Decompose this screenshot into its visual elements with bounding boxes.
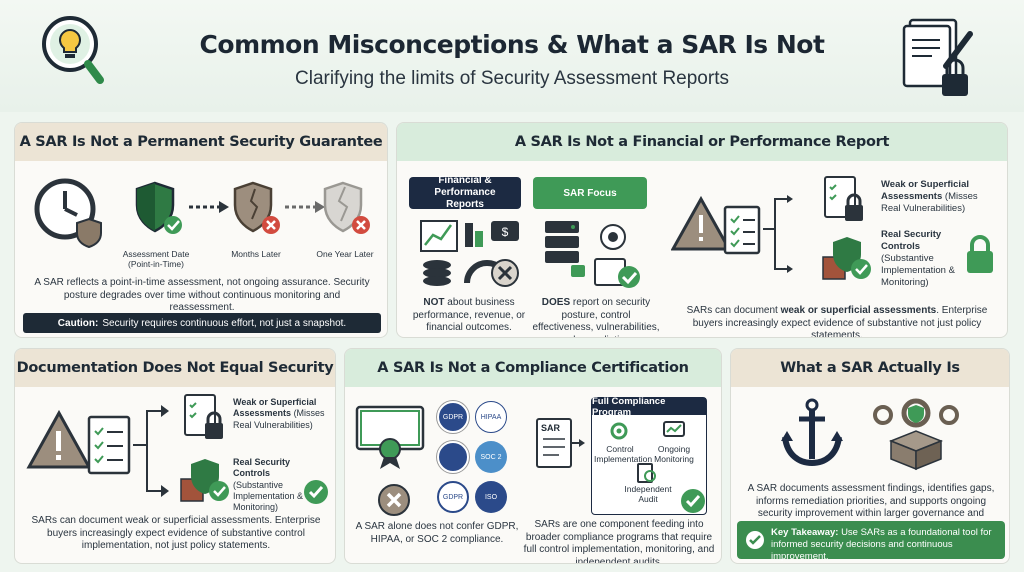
- sar-does-label: DOES: [541, 297, 571, 308]
- stage-assessment-date: Assessment Date (Point-in-Time): [122, 249, 190, 270]
- fcp-item-monitoring: Ongoing Monitoring: [654, 444, 694, 465]
- financial-charts-icon: $: [420, 220, 519, 287]
- lock-badge: [437, 441, 469, 473]
- fin-not-body: about business performance, revenue, or …: [412, 297, 526, 333]
- arrow-right-icon: [285, 201, 325, 213]
- weak-sub: (Misses Real Vulnerabilities): [233, 408, 325, 430]
- financial-tag: Financial & Performance Reports: [409, 175, 521, 210]
- badge-label: SOC 2: [480, 453, 502, 461]
- badge-label: HIPAA: [480, 413, 502, 421]
- check-circle-icon: [304, 480, 328, 504]
- cracked-shield-icon: [233, 181, 280, 234]
- weak-assessments-label: Weak or Superficial Assessments (Misses …: [233, 397, 333, 431]
- sar-doc-label: SAR: [541, 423, 561, 433]
- weak-assessments-label: Weak or Superficial Assessments (Misses …: [881, 179, 999, 215]
- server-lock-icon: [545, 221, 640, 288]
- compliance-badges: GDPR HIPAA SOC 2 GDPR ISO: [437, 401, 513, 513]
- panel1-body: A SAR reflects a point-in-time assessmen…: [34, 277, 370, 313]
- panel-what-sar-is: What a SAR Actually Is A SAR documents a…: [730, 348, 1010, 564]
- financial-not-text: NOT about business performance, revenue,…: [407, 297, 531, 335]
- panel-title: A SAR Is Not a Compliance Certification: [345, 349, 721, 387]
- sar-focus-tag: SAR Focus: [533, 177, 647, 209]
- fcp-item-control: Control Implementation: [594, 444, 653, 465]
- header: Common Misconceptions & What a SAR Is No…: [0, 0, 1024, 112]
- panel-title: A SAR Is Not a Financial or Performance …: [397, 123, 1007, 161]
- shield-check-icon: [135, 181, 182, 234]
- arrow-right-icon: [189, 201, 229, 213]
- takeaway-text: Use SARs as a foundational tool for info…: [771, 527, 992, 562]
- page-subtitle: Clarifying the limits of Security Assess…: [295, 68, 729, 89]
- audit-magnifier-icon: [637, 463, 656, 483]
- panel2-body: SARs can document weak or superficial as…: [675, 305, 999, 338]
- certificate-icon: [355, 405, 425, 469]
- sar-does-body: report on security posture, control effe…: [532, 297, 660, 337]
- panel3-body: SARs can document weak or superficial as…: [31, 515, 321, 551]
- caution-text: Security requires continuous effort, not…: [102, 317, 347, 329]
- weak-title: Weak or Superficial Assessments: [233, 397, 317, 419]
- page-title: Common Misconceptions & What a SAR Is No…: [199, 30, 825, 59]
- fcp-item-audit: Independent Audit: [624, 484, 672, 505]
- document-lock-icon: [184, 394, 223, 439]
- badge-label: GDPR: [442, 413, 464, 421]
- body-pre: SARs can document: [686, 305, 781, 316]
- panel-compliance: A SAR Is Not a Compliance Certification …: [344, 348, 722, 564]
- broken-shield-icon: [323, 181, 370, 234]
- panel-title: A SAR Is Not a Permanent Security Guaran…: [15, 123, 387, 161]
- real-controls-label: Real Security Controls (Substantive Impl…: [233, 457, 313, 513]
- compliance-left-text: A SAR alone does not confer GDPR, HIPAA,…: [355, 521, 519, 545]
- clock-shield-icon: [34, 178, 102, 249]
- weak-title: Weak or Superficial Assessments: [881, 179, 969, 202]
- monitor-icon: [663, 421, 685, 437]
- warning-checklist-icon: [671, 195, 793, 273]
- document-pen-lock-icon: [902, 18, 973, 96]
- gdpr-badge: GDPR: [437, 401, 469, 433]
- warning-checklist-icon: [26, 405, 169, 497]
- magnifier-lightbulb-icon: [42, 16, 104, 84]
- svg-text:$: $: [502, 225, 509, 239]
- panel-title: What a SAR Actually Is: [731, 349, 1009, 387]
- body-bold: weak or superficial assessments: [780, 305, 937, 316]
- iso-badge: ISO: [475, 481, 507, 513]
- padlock-icon: [967, 235, 993, 273]
- panel-permanent-guarantee: A SAR Is Not a Permanent Security Guaran…: [14, 122, 388, 338]
- fcp-title: Full Compliance Program: [592, 396, 706, 418]
- soc2-badge: SOC 2: [475, 441, 507, 473]
- weak-sub: (Misses Real Vulnerabilities): [881, 190, 978, 214]
- takeaway-label: Key Takeaway:: [771, 527, 839, 538]
- brick-shield-icon: [822, 237, 871, 280]
- real-sub: (Substantive Implementation & Monitoring…: [881, 252, 955, 288]
- check-circle-icon: [681, 489, 705, 513]
- badge-label: GDPR: [442, 493, 464, 501]
- fin-not-label: NOT: [423, 297, 445, 308]
- sar-does-text: DOES report on security posture, control…: [531, 297, 661, 337]
- full-compliance-program-box: Full Compliance Program Control Implemen…: [591, 396, 707, 515]
- sar-document-icon: [536, 418, 585, 468]
- compliance-right-text: SARs are one component feeding into broa…: [523, 519, 715, 564]
- x-circle-icon: [378, 484, 410, 516]
- caution-bar: Caution: Security requires continuous ef…: [23, 313, 381, 333]
- real-sub: (Substantive Implementation & Monitoring…: [233, 479, 304, 513]
- brick-shield-icon: [180, 459, 229, 502]
- gears-shield-box-icon: [873, 398, 959, 471]
- caution-label: Caution:: [57, 317, 99, 329]
- stage-one-year-later: One Year Later: [316, 249, 374, 259]
- real-title: Real Security Controls: [233, 457, 291, 479]
- body-post: . Enterprise buyers increasingly expect …: [692, 305, 988, 338]
- document-lock-icon: [824, 176, 863, 221]
- real-title: Real Security Controls: [881, 229, 942, 252]
- hipaa-badge: HIPAA: [475, 401, 507, 433]
- key-takeaway: Key Takeaway: Use SARs as a foundational…: [737, 521, 1005, 562]
- badge-label: ISO: [484, 493, 498, 501]
- panel-financial-report: A SAR Is Not a Financial or Performance …: [396, 122, 1008, 338]
- panel-documentation: Documentation Does Not Equal Security We…: [14, 348, 336, 564]
- panel-title: Documentation Does Not Equal Security: [15, 349, 335, 387]
- real-controls-label: Real Security Controls (Substantive Impl…: [881, 229, 965, 288]
- check-circle-icon: [746, 531, 764, 549]
- anchor-icon: [781, 398, 843, 467]
- gear-icon: [610, 422, 628, 440]
- stage-months-later: Months Later: [231, 249, 281, 259]
- gdpr-badge-2: GDPR: [437, 481, 469, 513]
